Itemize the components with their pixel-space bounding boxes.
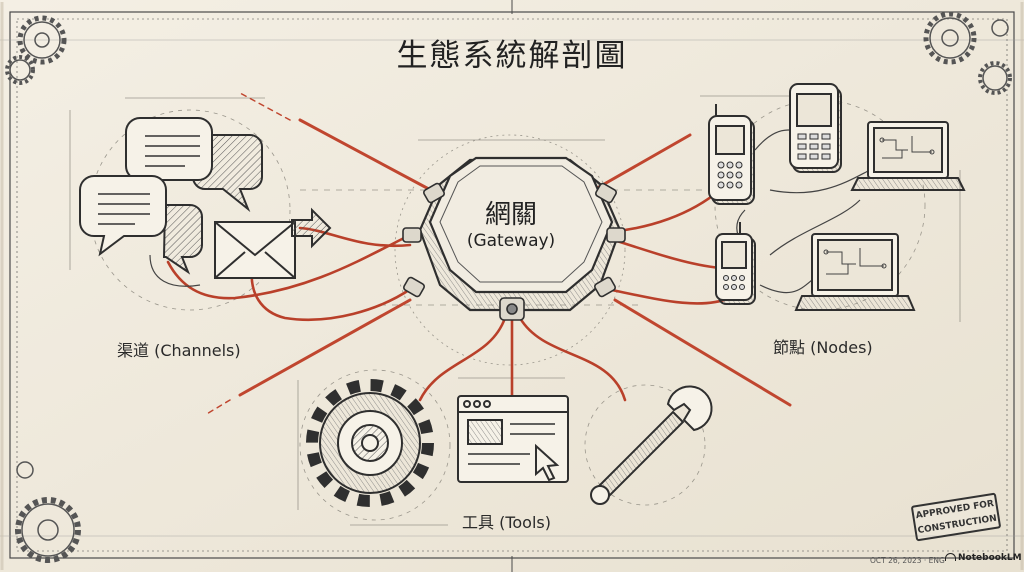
gear-icon bbox=[306, 379, 434, 507]
brand-logo: NotebookLM bbox=[945, 553, 1022, 563]
gateway-hub bbox=[402, 156, 626, 321]
gateway-rays bbox=[204, 92, 792, 416]
envelope-icon bbox=[214, 221, 296, 279]
laptop-icon bbox=[850, 121, 966, 191]
cursor-icon bbox=[535, 443, 560, 482]
gateway-label-cn: 網關 bbox=[484, 200, 537, 230]
wrench-icon bbox=[590, 385, 713, 505]
construction-lines bbox=[69, 95, 961, 526]
corner-gear-icon bbox=[15, 461, 81, 563]
corner-gear-icon bbox=[923, 11, 1012, 95]
tool-cables bbox=[418, 316, 627, 402]
gateway-label-en: (Gateway) bbox=[466, 231, 556, 251]
mobile-phone-icon bbox=[789, 83, 842, 173]
arrow-icon bbox=[291, 207, 332, 249]
corner-gear-icon bbox=[5, 15, 67, 85]
channel-links bbox=[149, 254, 201, 287]
brand-name: NotebookLM bbox=[958, 553, 1022, 563]
channels-label: 渠道 (Channels) bbox=[117, 341, 241, 360]
chat-bubble-icon bbox=[79, 175, 203, 275]
nodes-label: 節點 (Nodes) bbox=[773, 338, 873, 357]
browser-window-icon bbox=[457, 395, 569, 483]
mobile-phone-icon bbox=[715, 222, 756, 305]
page-title: 生態系統解剖圖 bbox=[396, 38, 628, 74]
mobile-phone-icon bbox=[708, 104, 755, 205]
laptop-icon bbox=[794, 233, 916, 311]
tools-label: 工具 (Tools) bbox=[462, 513, 551, 532]
notebook-icon bbox=[945, 553, 956, 561]
footer-date: OCT 26, 2023 · ENG bbox=[870, 556, 945, 565]
